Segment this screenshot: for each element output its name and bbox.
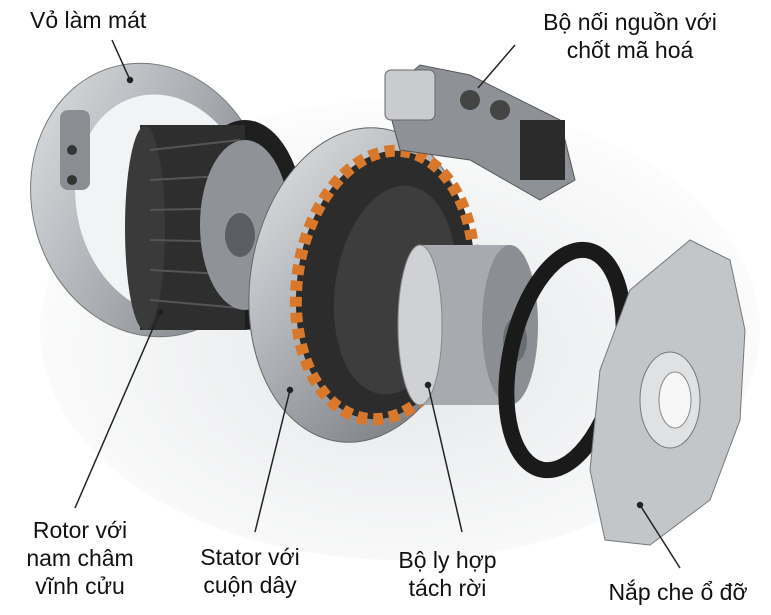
label-power-connector: Bộ nối nguồn với chốt mã hoá [520, 8, 740, 64]
label-rotor: Rotor với nam châm vĩnh cửu [10, 516, 150, 600]
label-cooling-housing: Vỏ làm mát [30, 6, 146, 34]
label-text: Stator với [200, 544, 300, 570]
bearing-cover [589, 239, 746, 546]
label-text: Vỏ làm mát [30, 7, 147, 33]
label-text: Rotor với [32, 517, 128, 543]
leader-line-clutch [427, 384, 463, 533]
label-stator: Stator với cuộn dây [180, 543, 320, 599]
leader-line-rotor [74, 311, 161, 509]
label-text: vĩnh cửu [35, 573, 125, 599]
label-text: nam châm [26, 545, 134, 571]
power-connector [384, 64, 576, 201]
leader-line-connector [477, 44, 516, 89]
label-clutch: Bộ ly hợp tách rời [380, 546, 515, 602]
label-text: chốt mã hoá [566, 37, 694, 63]
label-text: tách rời [408, 575, 487, 601]
leader-line-cover [639, 504, 681, 569]
label-text: Bộ ly hợp [398, 547, 497, 573]
label-text: Nắp che ổ đỡ [608, 579, 748, 605]
label-text: Bộ nối nguồn với [543, 9, 717, 35]
leader-line-cooling-housing [111, 39, 131, 81]
label-bearing-cover: Nắp che ổ đỡ [588, 578, 768, 606]
leader-line-stator [254, 389, 291, 533]
label-text: cuộn dây [203, 572, 297, 598]
